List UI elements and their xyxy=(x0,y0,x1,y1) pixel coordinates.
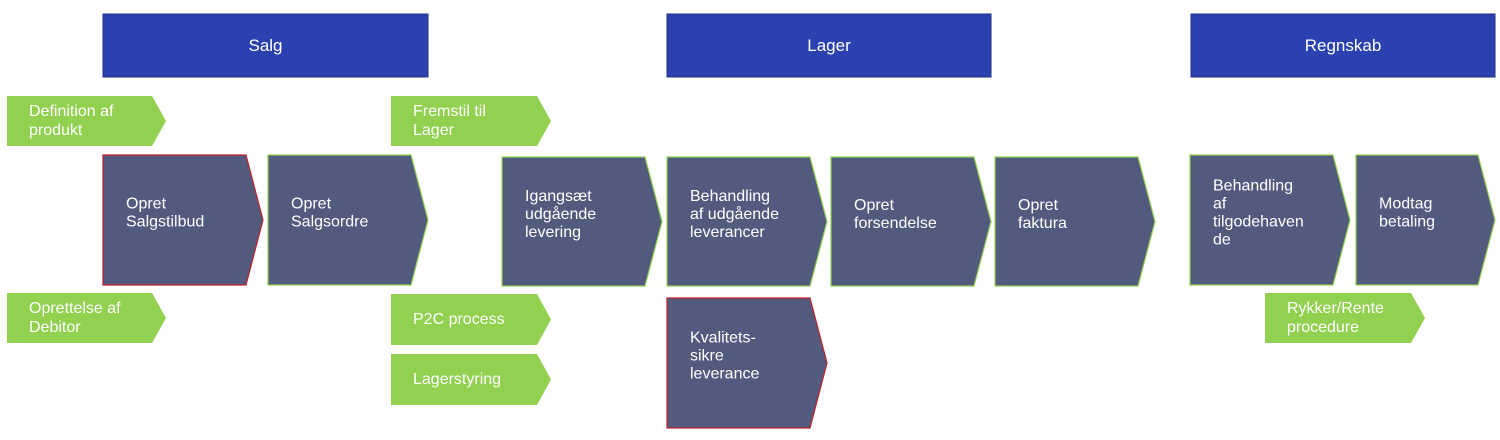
label-line: Behandling xyxy=(1213,178,1293,195)
label-line: Modtag xyxy=(1379,196,1432,213)
note-rykker-rente-procedure: Rykker/Rente procedure xyxy=(1265,293,1425,343)
label-line: Debitor xyxy=(29,319,81,336)
label-line: leverance xyxy=(690,366,759,383)
note-oprettelse-af-debitor: Oprettelse af Debitor xyxy=(7,293,166,343)
label-line: levering xyxy=(525,224,581,241)
header-box xyxy=(102,13,429,78)
step-chevron xyxy=(267,154,429,286)
label-line: Opret xyxy=(854,197,895,214)
note-lagerstyring: Lagerstyring xyxy=(391,354,551,405)
label-line: af xyxy=(1213,196,1227,213)
label-line: faktura xyxy=(1018,215,1067,232)
header-regnskab: Regnskab xyxy=(1190,13,1496,78)
header-label: Salg xyxy=(248,36,282,55)
label-line: Definition af xyxy=(29,103,114,120)
header-lager: Lager xyxy=(666,13,992,78)
label-line: Kvalitets- xyxy=(690,330,756,347)
label-line: Rykker/Rente xyxy=(1287,300,1384,317)
step-chevron xyxy=(666,156,828,287)
step-chevron xyxy=(102,154,264,286)
note-arrow xyxy=(391,294,551,345)
step-chevron xyxy=(1355,154,1496,286)
label-line: de xyxy=(1213,232,1231,249)
label-line: Behandling xyxy=(690,188,770,205)
label-line: betaling xyxy=(1379,214,1435,231)
label-line: af udgående xyxy=(690,205,779,223)
step-chevron xyxy=(830,156,992,287)
note-arrow xyxy=(7,96,166,146)
label-line: Salgsordre xyxy=(291,214,368,231)
header-salg: Salg xyxy=(102,13,429,78)
header-box xyxy=(1190,13,1496,78)
label-line: Opret xyxy=(1018,197,1059,214)
label-line: procedure xyxy=(1287,319,1359,336)
label-line: forsendelse xyxy=(854,215,937,232)
label-line: Fremstil til xyxy=(413,103,486,120)
label-line: Salgstilbud xyxy=(126,214,204,231)
step-chevron xyxy=(666,297,828,429)
label-line: P2C process xyxy=(413,311,505,328)
step-chevron xyxy=(501,156,663,287)
step-chevron xyxy=(1189,154,1351,286)
label-line: udgående xyxy=(525,205,596,223)
note-arrow xyxy=(1265,293,1425,343)
note-arrow xyxy=(391,354,551,405)
label-line: Lager xyxy=(413,122,455,139)
label-line: Oprettelse af xyxy=(29,300,121,317)
label-line: sikre xyxy=(690,348,724,365)
header-label: Lager xyxy=(807,36,851,55)
step-chevron xyxy=(994,156,1156,287)
header-label: Regnskab xyxy=(1305,36,1382,55)
note-arrow xyxy=(7,293,166,343)
label-line: produkt xyxy=(29,122,83,139)
label-line: tilgodehaven xyxy=(1213,214,1304,231)
label-line: Opret xyxy=(291,196,332,213)
note-arrow xyxy=(391,96,551,146)
label-line: leverancer xyxy=(690,224,765,241)
label-line: Igangsæt xyxy=(525,188,592,205)
label-line: Lagerstyring xyxy=(413,371,501,388)
note-definition-af-produkt: Definition af produkt xyxy=(7,96,166,146)
label-line: Opret xyxy=(126,196,167,213)
note-p2c-process: P2C process xyxy=(391,294,551,345)
header-box xyxy=(666,13,992,78)
